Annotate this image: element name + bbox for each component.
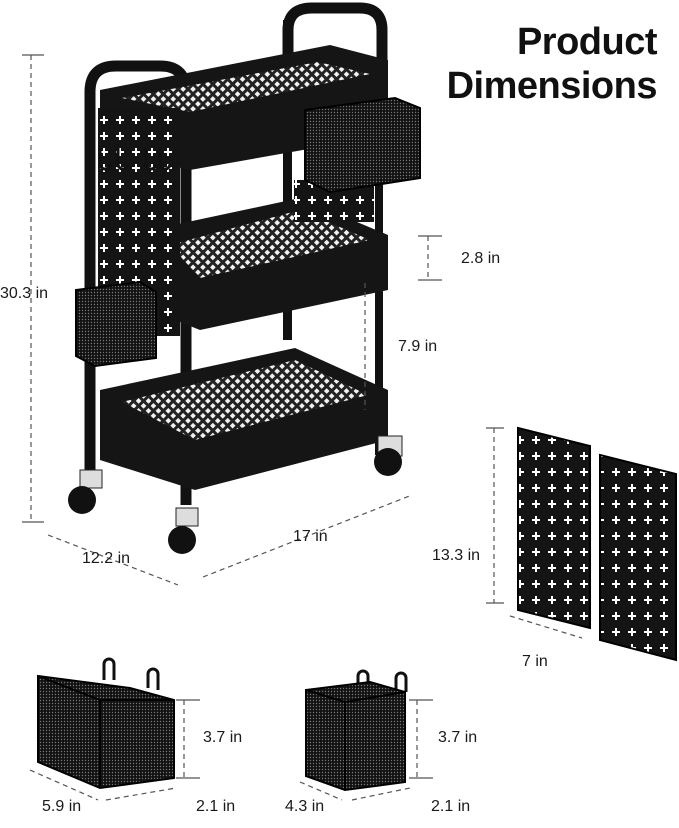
pegboard-panels — [517, 426, 677, 662]
tier-depth-label: 2.8 in — [461, 250, 501, 267]
small-basket-width-label: 4.3 in — [285, 798, 325, 815]
large-basket-depth-label: 2.1 in — [196, 798, 236, 815]
small-basket-depth-label: 2.1 in — [431, 798, 471, 815]
pegboard-width-label: 7 in — [522, 653, 548, 670]
dimension-lines — [22, 54, 583, 801]
cart-depth-label: 12.2 in — [82, 550, 131, 567]
small-basket — [305, 669, 408, 792]
cart-width-label: 17 in — [293, 528, 328, 545]
title-line-1: Product — [516, 21, 658, 63]
large-basket-width-label: 5.9 in — [42, 798, 82, 815]
tier-gap-label: 7.9 in — [398, 338, 438, 355]
large-basket-height-label: 3.7 in — [203, 729, 243, 746]
title-line-2: Dimensions — [446, 65, 658, 107]
small-basket-height-label: 3.7 in — [438, 729, 478, 746]
rolling-cart — [68, 2, 421, 554]
pegboard-height-label: 13.3 in — [432, 547, 481, 564]
cart-height-label: 30.3 in — [0, 285, 49, 302]
large-basket — [37, 657, 175, 790]
